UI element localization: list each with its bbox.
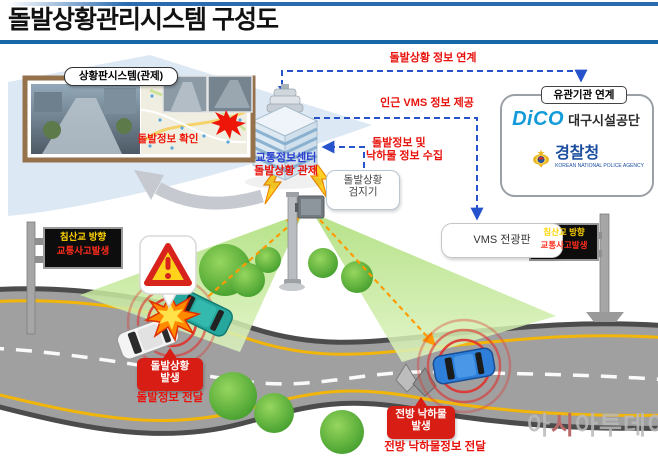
falling-callout-line1: 전방 낙하물: [395, 408, 447, 420]
arrow-org-link: [281, 69, 588, 86]
police-eng-name: KOREAN NATIONAL POLICE AGENCY: [555, 163, 644, 170]
crash-callout-pointer: [162, 348, 178, 360]
vms-sign-left: [26, 221, 123, 335]
police-emblem-icon: [533, 149, 550, 168]
falling-callout: 전방 낙하물 발생: [387, 406, 455, 439]
flow-collect-label-line2: 낙하물 정보 수집: [366, 150, 443, 162]
trees: [199, 244, 373, 454]
incident-check-label: 돌발정보 확인: [137, 133, 199, 145]
vms-sign-left-line1: 침산교 방향: [59, 232, 107, 243]
crash-callout: 돌발상황 발생: [137, 358, 203, 391]
crash-callout-line1: 돌발상황: [150, 360, 190, 372]
info-arrows: [281, 69, 588, 221]
server-icon: [245, 84, 325, 189]
situation-board-monitor: [22, 75, 256, 163]
crash-delivery-label: 돌발정보 전달: [136, 392, 204, 404]
arrow-vms-provide: [314, 117, 484, 221]
detector-line2: 검지기: [348, 186, 378, 199]
traffic-center-name: 교통정보센터: [255, 152, 317, 164]
detector-line1: 돌발상황: [343, 174, 383, 186]
flow-collect-label-line1: 돌발정보 및: [372, 137, 426, 149]
dico-name: 대구시설공단: [568, 113, 640, 128]
vms-sign-right-line2: 교통사고발생: [540, 240, 588, 250]
org-panel-label: 유관기관 연계: [541, 86, 627, 104]
detector-pole: [279, 192, 325, 291]
police-logo: 경찰청 KOREAN NATIONAL POLICE AGENCY: [532, 140, 644, 176]
flow-vms-provide-label: 인근 VMS 정보 제공: [380, 97, 474, 109]
vms-board-box: VMS 전광판: [441, 223, 563, 258]
title-rule: [0, 40, 658, 44]
situation-board-label: 상황판시스템(관제): [64, 67, 178, 86]
warning-bubble: [139, 235, 197, 309]
watermark-part1: 아: [527, 412, 552, 440]
traffic-center-role: 돌발상황 관제: [254, 165, 318, 177]
vms-sign-left-line2: 교통사고발생: [56, 246, 110, 257]
fallen-rocks: [395, 363, 437, 397]
detector-box: 돌발상황 검지기: [326, 170, 400, 210]
incident-star-icon: [211, 110, 246, 139]
watermark: 아시아투데이: [527, 412, 658, 441]
detector-cone-right: [313, 213, 556, 362]
car-blue: [432, 347, 496, 385]
crash-callout-line2: 발생: [160, 372, 180, 385]
detection-links: [194, 216, 436, 346]
flow-arrow-curved: [134, 170, 264, 210]
falling-delivery-label: 전방 낙하물정보 전달: [384, 441, 486, 453]
arrow-collect: [321, 140, 365, 168]
crash-scene: [116, 235, 233, 368]
watermark-part2: 아투데이: [575, 412, 658, 440]
page-title: 돌발상황관리시스템 구성도: [8, 6, 279, 34]
flow-org-link-label: 돌발상황 정보 연계: [389, 52, 477, 64]
vms-sign-right-line1: 침산교 방향: [543, 227, 585, 237]
police-name: 경찰청: [555, 145, 600, 163]
dico-wordmark: DiCO: [512, 108, 565, 130]
blue-car-scene: [416, 318, 512, 414]
falling-callout-line2: 발생: [411, 420, 431, 433]
watermark-accent: 시: [551, 412, 576, 440]
top-rule: [8, 2, 658, 6]
